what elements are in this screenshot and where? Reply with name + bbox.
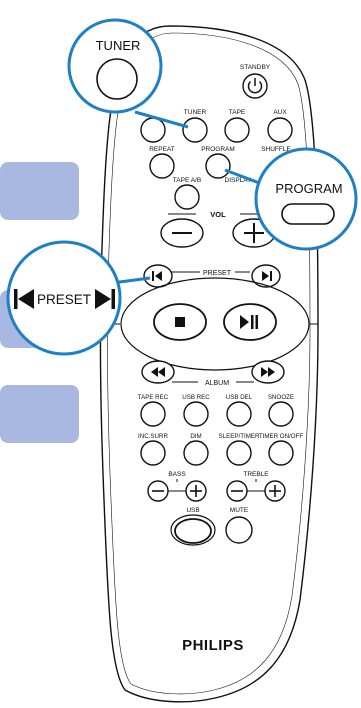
aux-button[interactable] [267,117,293,143]
program-callout: PROGRAM [224,147,358,251]
forward-button[interactable] [251,360,285,384]
sleep-timer-label: SLEEP/TIMER [219,433,260,440]
tuner-callout-label: TUNER [96,38,141,53]
usb-del-label: USB DEL [226,394,253,401]
preset-callout: PRESET [6,240,151,356]
preset-callout-label: PRESET [37,292,91,307]
treble-label: TREBLE [243,471,269,478]
power-icon [247,78,263,94]
dim-label: DIM [190,433,201,440]
dim-button[interactable] [183,440,209,466]
inc-surr-button[interactable] [140,440,166,466]
bass-up-button[interactable] [185,480,207,502]
mute-label: MUTE [230,507,249,514]
tape-rec-label: TAPE REC [138,394,169,401]
snooze-label: SNOOZE [268,394,294,401]
timer-onoff-label: TIMER ON/OFF [259,433,304,440]
tape-label: TAPE [229,109,246,116]
preset-label: PRESET [203,270,232,277]
sleep-timer-button[interactable] [226,440,252,466]
treble-up-button[interactable] [264,480,286,502]
play-pause-icon [240,315,258,329]
fast-forward-icon [261,367,275,377]
tuner-callout-button [96,58,138,100]
standby-button[interactable] [242,73,268,99]
skip-previous-icon [152,271,162,281]
skip-previous-icon [14,289,34,309]
display-label: DISPLAY [225,177,253,184]
aux-label: AUX [273,109,287,116]
tape-ab-label: TAPE A/B [173,177,201,184]
stop-button[interactable] [153,303,207,341]
tuner-callout: TUNER [67,18,189,129]
usb-label: USB [186,507,199,514]
mute-button[interactable] [225,516,253,544]
plus-icon [190,485,202,497]
tuner-label: TUNER [184,109,207,116]
preset-next-button[interactable] [251,264,281,288]
timer-onoff-button[interactable] [268,440,294,466]
tuner-button[interactable] [182,117,208,143]
snooze-button[interactable] [268,401,294,427]
usb-del-button[interactable] [226,401,252,427]
tape-rec-button[interactable] [140,401,166,427]
brand-logo: PHILIPS [182,637,244,654]
rewind-button[interactable] [141,360,175,384]
usb-rec-button[interactable] [183,401,209,427]
skip-next-icon [262,271,272,281]
inc-surr-label: INC.SURR [138,433,168,440]
usb-button[interactable] [170,514,216,546]
repeat-label: REPEAT [149,146,175,153]
plus-icon [269,485,281,497]
album-label: ALBUM [205,380,229,387]
vol-down-button[interactable] [160,218,204,248]
program-callout-button [281,203,335,225]
program-button[interactable] [205,153,231,179]
stop-icon [175,317,185,327]
repeat-button[interactable] [149,153,175,179]
program-callout-label: PROGRAM [275,181,342,196]
tape-button[interactable] [224,117,250,143]
plus-icon [244,223,264,243]
bass-label: BASS [168,471,186,478]
standby-label: STANDBY [240,64,271,71]
rewind-icon [151,367,165,377]
usb-rec-label: USB REC [182,394,210,401]
play-pause-button[interactable] [223,303,277,341]
treble-down-button[interactable] [226,480,248,502]
side-tab-top [0,162,79,220]
bass-down-button[interactable] [147,480,169,502]
shuffle-label: SHUFFLE [261,146,291,153]
tape-ab-button[interactable] [174,184,200,210]
transport-ring [120,277,310,371]
vol-label: VOL [210,210,226,219]
row1-left-button[interactable] [140,117,166,143]
side-tab-bottom [0,385,79,443]
program-label: PROGRAM [201,146,235,153]
skip-next-icon [95,289,115,309]
